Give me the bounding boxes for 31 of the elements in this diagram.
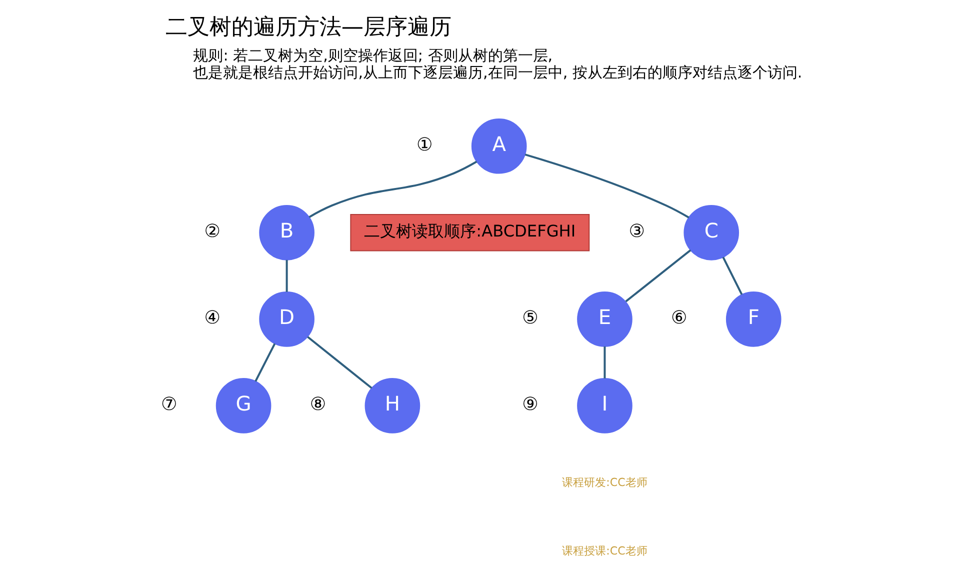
node-label: ⑥: [670, 308, 687, 329]
node-label: ③: [628, 221, 645, 242]
label: 课程授课:CC老师: [562, 544, 647, 558]
node-circle: G: [215, 378, 271, 434]
connector: [285, 260, 288, 292]
node-label: ②: [204, 221, 220, 242]
node-circle: H: [364, 378, 420, 434]
node-label: ①: [416, 134, 432, 156]
node-circle: C: [683, 204, 739, 260]
node-circle: D: [258, 292, 314, 347]
label: 规则: 若二叉树为空,则空操作返回; 否则从树的第一层,也是就是根结点开始访问,从上而下逐层遍历,在同一层中, 按从左到右的顺序对结点逐个访问.: [192, 46, 802, 82]
node-circle: F: [725, 292, 781, 347]
node-label: ⑤: [522, 308, 538, 329]
connector: [722, 256, 742, 295]
node-label: ④: [204, 308, 220, 329]
connector: [306, 336, 372, 389]
connector: [603, 346, 606, 378]
node-label: ⑨: [522, 394, 538, 416]
node-box: 二叉树读取顺序:ABCDEFGHI: [350, 214, 590, 252]
node-circle: A: [470, 118, 526, 174]
connector: [624, 249, 691, 302]
connector: [308, 160, 477, 218]
node-circle: B: [258, 204, 314, 260]
connector: [524, 154, 689, 218]
diagram-title: 二叉树的遍历方法—层序遍历: [164, 14, 451, 40]
node-label: ⑧: [309, 394, 326, 416]
node-circle: E: [576, 292, 632, 347]
label: 课程研发:CC老师: [562, 476, 647, 489]
node-circle: I: [576, 378, 632, 434]
node-label: ⑦: [160, 394, 177, 416]
connector: [254, 343, 276, 382]
